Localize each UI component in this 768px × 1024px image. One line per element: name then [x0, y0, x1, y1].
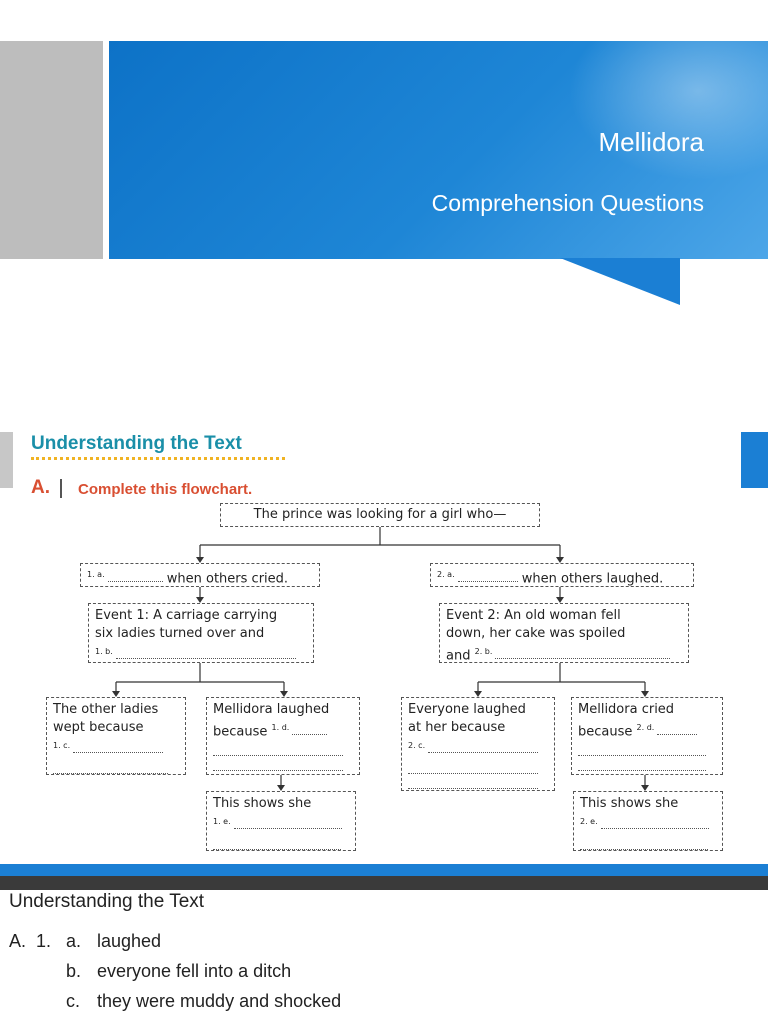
- right-cond-blank[interactable]: [457, 571, 518, 583]
- right-shows-label: 2. e.: [580, 817, 598, 826]
- right-event-label: 2. b.: [474, 647, 493, 656]
- left-mell-line2: because: [213, 724, 268, 740]
- slide2-left-accent: [0, 432, 13, 488]
- left-mellidora-box: Mellidora laughed because 1. d.: [206, 697, 360, 775]
- answers-heading: Understanding the Text: [9, 891, 205, 912]
- flow-top-text: The prince was looking for a girl who—: [253, 507, 507, 522]
- left-others-blank2[interactable]: [53, 759, 168, 775]
- slide-title-blue-banner: [109, 41, 768, 259]
- exercise-letter: A.: [31, 477, 50, 498]
- right-mell-blank3[interactable]: [578, 756, 706, 772]
- left-shows-box: This shows she 1. e.: [206, 791, 356, 851]
- left-mell-blank3[interactable]: [213, 756, 343, 772]
- answer-item-a-letter: a.: [66, 931, 82, 951]
- slide2-bottom-dark-bar: [0, 876, 768, 890]
- left-others-line1: The other ladies: [53, 702, 159, 717]
- right-shows-text: This shows she: [580, 796, 679, 811]
- left-cond-text: when others cried.: [166, 571, 289, 587]
- left-condition-box: 1. a. when others cried.: [80, 563, 320, 587]
- left-event-box: Event 1: A carriage carrying six ladies …: [88, 603, 314, 663]
- right-mell-label: 2. d.: [636, 723, 655, 732]
- exercise-title: Complete this flowchart.: [78, 481, 253, 498]
- left-mell-line1: Mellidora laughed: [213, 702, 330, 717]
- answer-item-c-letter: c.: [66, 991, 81, 1011]
- left-event-label: 1. b.: [95, 647, 113, 656]
- answer-item-a-text: laughed: [97, 931, 162, 951]
- answer-item-b-text: everyone fell into a ditch: [97, 961, 292, 981]
- right-mell-line2: because: [578, 724, 633, 740]
- right-event-blank[interactable]: [495, 648, 671, 660]
- slide-title: Mellidora: [598, 127, 705, 157]
- slide-title-gray-block: [0, 41, 103, 259]
- right-cond-text: when others laughed.: [521, 571, 664, 587]
- right-others-blank2[interactable]: [408, 759, 538, 775]
- right-shows-blank2[interactable]: [580, 835, 708, 851]
- right-others-line2: at her because: [408, 720, 506, 735]
- right-event-line2: down, her cake was spoiled: [446, 626, 626, 641]
- right-event-box: Event 2: An old woman fell down, her cak…: [439, 603, 689, 663]
- exercise-divider: [60, 479, 62, 498]
- right-others-box: Everyone laughed at her because 2. c.: [401, 697, 555, 791]
- left-cond-blank[interactable]: [107, 571, 163, 583]
- left-shows-text: This shows she: [213, 796, 312, 811]
- right-condition-box: 2. a. when others laughed.: [430, 563, 694, 587]
- right-shows-box: This shows she 2. e.: [573, 791, 723, 851]
- slide2-right-accent: [741, 432, 768, 488]
- left-others-label: 1. c.: [53, 741, 71, 750]
- left-cond-label: 1. a.: [87, 570, 105, 579]
- left-mell-blank1[interactable]: [292, 724, 328, 736]
- flow-top-box: The prince was looking for a girl who—: [220, 503, 540, 527]
- right-event-line1: Event 2: An old woman fell: [446, 608, 621, 623]
- right-mellidora-box: Mellidora cried because 2. d.: [571, 697, 723, 775]
- left-shows-blank2[interactable]: [213, 835, 341, 851]
- heading-dotted-underline: [31, 457, 285, 460]
- left-event-line1: Event 1: A carriage carrying: [95, 608, 278, 623]
- worksheet-heading: Understanding the Text: [31, 433, 242, 454]
- slide2-bottom-bar: [0, 864, 768, 876]
- right-mell-line1: Mellidora cried: [578, 702, 675, 717]
- left-mell-label: 1. d.: [271, 723, 290, 732]
- left-shows-blank1[interactable]: [233, 818, 342, 830]
- right-shows-blank1[interactable]: [600, 818, 709, 830]
- right-others-blank3[interactable]: [408, 774, 538, 790]
- right-mell-blank2[interactable]: [578, 741, 706, 757]
- answers-section-letter: A.: [9, 931, 27, 951]
- answers-question-number: 1.: [36, 931, 52, 951]
- left-shows-label: 1. e.: [213, 817, 231, 826]
- left-others-blank1[interactable]: [73, 742, 164, 754]
- right-others-line1: Everyone laughed: [408, 702, 526, 717]
- left-mell-blank2[interactable]: [213, 741, 343, 757]
- answer-item-c-text: they were muddy and shocked: [97, 991, 342, 1011]
- left-event-line2: six ladies turned over and: [95, 626, 265, 641]
- left-event-blank[interactable]: [115, 648, 296, 660]
- answer-item-b-letter: b.: [66, 961, 82, 981]
- right-mell-blank1[interactable]: [657, 724, 698, 736]
- right-others-blank1[interactable]: [428, 742, 539, 754]
- right-others-label: 2. c.: [408, 741, 426, 750]
- left-others-box: The other ladies wept because 1. c.: [46, 697, 186, 775]
- left-others-line2: wept because: [53, 720, 144, 735]
- slide-subtitle: Comprehension Questions: [431, 190, 704, 216]
- right-cond-label: 2. a.: [437, 570, 455, 579]
- right-event-line3: and: [446, 648, 471, 664]
